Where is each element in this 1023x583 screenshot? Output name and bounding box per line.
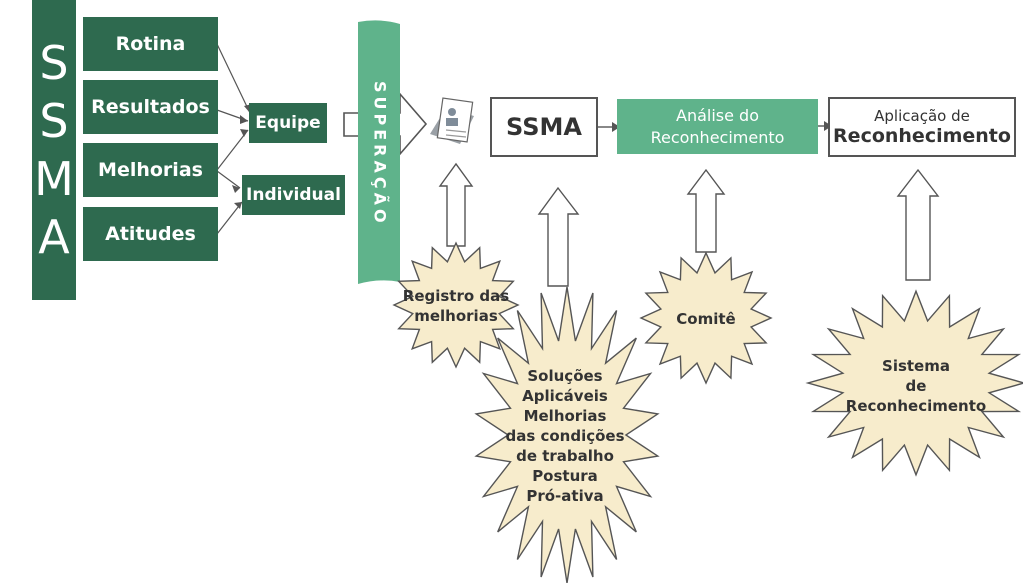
ssma-box-label: SSMA bbox=[506, 113, 582, 141]
aplicacao-line2: Reconhecimento bbox=[833, 125, 1011, 147]
star-registro bbox=[392, 241, 520, 369]
superacao-label-wrap: SUPERAÇÃO bbox=[366, 34, 394, 274]
up-arrow-sistema bbox=[896, 168, 940, 281]
star-label-registro: Registro das melhorias bbox=[396, 286, 516, 326]
group-label: Equipe bbox=[255, 113, 321, 133]
ssma-box: SSMA bbox=[490, 97, 598, 157]
category-box-melhorias: Melhorias bbox=[83, 143, 218, 197]
analise-line2: Reconhecimento bbox=[650, 127, 785, 147]
star-text-line: de trabalho bbox=[516, 447, 614, 465]
star-label-solucoes: Soluções Aplicáveis Melhorias das condiç… bbox=[500, 366, 630, 506]
category-box-atitudes: Atitudes bbox=[83, 207, 218, 261]
star-text-line: das condições bbox=[505, 427, 625, 445]
aplicacao-box: Aplicação de Reconhecimento bbox=[828, 97, 1016, 157]
group-box-equipe: Equipe bbox=[249, 103, 327, 143]
star-text-line: Comitê bbox=[676, 310, 736, 328]
category-box-resultados: Resultados bbox=[83, 80, 218, 134]
up-arrow-solucoes bbox=[537, 186, 580, 287]
category-box-rotina: Rotina bbox=[83, 17, 218, 71]
ssma-letter: A bbox=[38, 210, 70, 264]
superacao-label: SUPERAÇÃO bbox=[370, 81, 390, 227]
category-label: Melhorias bbox=[98, 159, 203, 181]
star-text-line: Registro das bbox=[402, 287, 510, 305]
star-text-line: Melhorias bbox=[523, 407, 607, 425]
document-icon bbox=[430, 97, 474, 144]
category-connectors bbox=[216, 43, 251, 235]
group-box-individual: Individual bbox=[242, 175, 345, 215]
star-text-line: Postura bbox=[532, 467, 598, 485]
star-text-line: Sistema bbox=[882, 357, 950, 375]
category-label: Resultados bbox=[91, 96, 210, 118]
up-arrow-registro bbox=[438, 162, 474, 247]
analise-line1: Análise do bbox=[676, 105, 759, 125]
upward-arrows bbox=[438, 162, 940, 287]
star-sistema bbox=[805, 289, 1023, 477]
category-label: Rotina bbox=[115, 33, 186, 55]
star-text-line: Pró-ativa bbox=[526, 487, 604, 505]
superacao-banner bbox=[358, 20, 400, 285]
star-text-line: melhorias bbox=[414, 307, 498, 325]
stars-layer bbox=[392, 241, 1023, 583]
analise-box: Análise do Reconhecimento bbox=[617, 99, 818, 154]
ssma-vertical-bar: S S M A bbox=[32, 0, 76, 300]
group-label: Individual bbox=[246, 185, 341, 205]
star-text-line: de bbox=[905, 377, 927, 395]
star-comite bbox=[639, 251, 773, 385]
star-text-line: Soluções bbox=[527, 367, 603, 385]
up-arrow-comite bbox=[686, 168, 726, 253]
aplicacao-line1: Aplicação de bbox=[874, 107, 970, 125]
ssma-letter: S bbox=[39, 94, 69, 148]
star-label-comite: Comitê bbox=[656, 309, 756, 329]
star-text-line: Aplicáveis bbox=[522, 387, 608, 405]
star-text-line: Reconhecimento bbox=[845, 397, 987, 415]
star-label-sistema: Sistema de Reconhecimento bbox=[836, 356, 996, 416]
ssma-letter: S bbox=[39, 36, 69, 90]
ssma-letter: M bbox=[34, 152, 74, 206]
star-solucoes bbox=[474, 286, 660, 583]
category-label: Atitudes bbox=[105, 223, 196, 245]
